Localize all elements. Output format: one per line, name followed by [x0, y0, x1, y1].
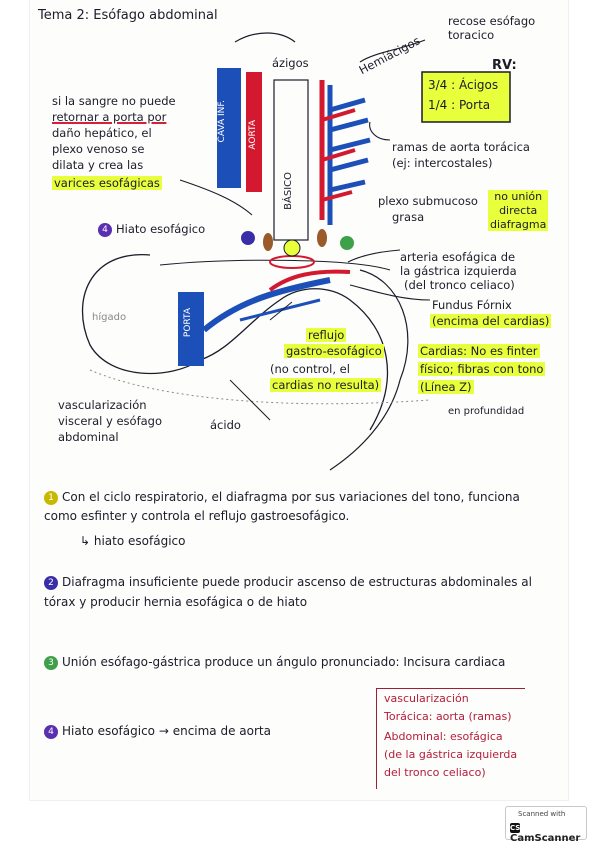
arteria-label-1: arteria esofágica de	[400, 250, 516, 264]
box-line-4: (de la gástrica izquierda	[384, 748, 518, 761]
diaphragm-line	[159, 259, 391, 271]
camscanner-badge: Scanned with CSCamScanner	[505, 806, 587, 844]
notebook-page	[30, 0, 568, 800]
fat-left	[263, 233, 273, 251]
gastric-vein-branch	[239, 298, 321, 322]
plexo-label: plexo submucoso	[378, 194, 478, 208]
reflujo-label-2: gastro-esofágico	[284, 344, 384, 358]
reflux-arrow	[269, 301, 293, 321]
fat-right	[317, 229, 327, 247]
box-line-5: del tronco celiaco)	[384, 766, 486, 779]
arteria-arrow	[347, 249, 401, 263]
cardias-label-3: (Línea Z)	[418, 380, 474, 394]
vasc-label-3: abdominal	[58, 430, 119, 444]
basico-label: BÁSICO	[283, 172, 294, 210]
hepatic-note-3: daño hepático, el	[52, 126, 152, 140]
recose-arrow	[359, 39, 426, 63]
porta-label: PORTA	[183, 308, 193, 338]
ramas-label-2: (ej: intercostales)	[392, 156, 493, 170]
hepatic-note-4: plexo venoso se	[52, 142, 145, 156]
box-line-1: vascularización	[384, 692, 469, 705]
rv-box	[421, 71, 511, 123]
marker-1: 1	[44, 490, 58, 505]
note-1-sub: ↳ hiato esofágico	[80, 534, 186, 548]
hepatic-note-1: si la sangre no puede	[52, 94, 176, 108]
marker-1-circle	[283, 239, 301, 257]
ramas-arrow	[369, 121, 391, 141]
reflujo-label-4: cardias no resulta)	[270, 378, 382, 392]
marker-2-circle	[241, 231, 255, 245]
rv-line-1: 3/4 : Ácigos	[428, 78, 499, 92]
azygos-arrow	[234, 32, 296, 43]
ramas-label-1: ramas de aorta torácica	[392, 140, 530, 154]
marker-2: 2	[44, 575, 58, 590]
arteria-label-3: (del tronco celiaco)	[404, 278, 515, 292]
azygos-label: ázigos	[272, 56, 309, 70]
intercostal-branches-blue	[329, 97, 371, 193]
porta-vein	[178, 292, 204, 366]
gastric-artery	[268, 269, 351, 292]
badge-line-2: CSCamScanner	[510, 823, 581, 844]
esophagus	[273, 79, 309, 241]
higado-label: hígado	[92, 312, 127, 323]
hepatic-note-5: dilata y crea las	[52, 158, 144, 172]
arteria-label-2: la gástrica izquierda	[400, 264, 517, 278]
vasc-arrow	[229, 379, 271, 421]
camscanner-icon: CS	[510, 823, 521, 833]
fundus-arrow	[349, 284, 431, 301]
badge-line-1: Scanned with	[518, 810, 566, 818]
intercostal-branches-red	[321, 108, 356, 202]
hepatic-note-6: varices esofágicas	[52, 176, 162, 190]
cava-label: CAVA INF.	[217, 100, 227, 143]
hepatic-note-2: retornar a porta por	[52, 110, 167, 124]
rv-line-2: 1/4 : Porta	[428, 98, 491, 112]
marker-3: 3	[44, 655, 58, 670]
vena-cava	[217, 68, 241, 188]
marker-4: 4	[44, 724, 58, 739]
acido-label: ácido	[210, 418, 241, 432]
reflujo-label-3: (no control, el	[270, 362, 350, 376]
aorta-label: AORTA	[248, 120, 258, 150]
box-line-3: Abdominal: esofágica	[384, 730, 503, 743]
page-title: Tema 2: Esófago abdominal	[38, 8, 218, 23]
marker-4: 4	[98, 222, 112, 237]
varices-arrow	[179, 179, 253, 216]
fundus-label-2: (encima del cardias)	[430, 314, 552, 328]
cardias-label-2: físico; fibras con tono	[418, 362, 546, 376]
profundidad-label: en profundidad	[448, 406, 525, 417]
stomach-outline	[81, 254, 389, 431]
vasc-label-1: vascularización	[58, 398, 147, 412]
vasc-label-2: visceral y esófago	[58, 414, 163, 428]
marker-3-circle	[340, 236, 354, 250]
stomach-outer-curve	[329, 269, 409, 471]
rv-title: RV:	[492, 58, 517, 73]
vascularization-box	[376, 688, 525, 789]
submucosal-plexus	[269, 255, 315, 269]
grasa-label: grasa	[392, 210, 425, 224]
reflujo-label-1: reflujo	[306, 328, 347, 342]
no-union-note: no unión directa diafragma	[488, 190, 549, 232]
cardias-label-1: Cardias: No es finter	[418, 344, 540, 358]
top-right-note: recose esófago toracico	[448, 14, 536, 43]
aorta	[246, 72, 262, 192]
fundus-label-1: Fundus Fórnix	[432, 298, 512, 312]
box-line-2: Torácica: aorta (ramas)	[384, 710, 512, 723]
gastric-vein	[202, 277, 331, 333]
esophagus-diagram	[81, 32, 511, 471]
